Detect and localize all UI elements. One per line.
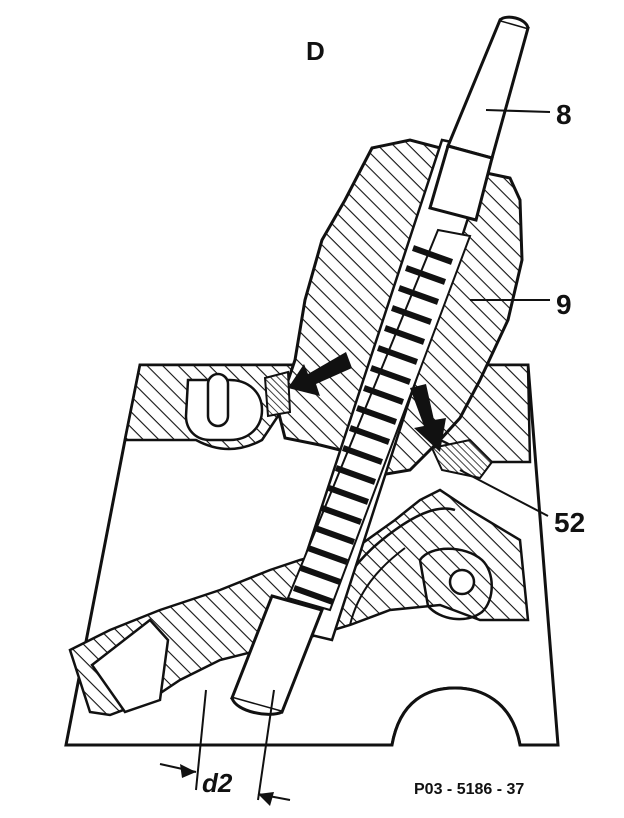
dimension-arrowhead-right xyxy=(258,792,274,806)
figure-code: P03 - 5186 - 37 xyxy=(414,781,524,798)
threaded-reamer xyxy=(286,228,472,612)
leader-lines xyxy=(459,109,551,517)
callout-9: 9 xyxy=(556,289,572,320)
direction-arrow-left xyxy=(288,352,352,396)
lower-pilot-shaft xyxy=(229,594,325,716)
part-8-pin xyxy=(428,15,530,222)
dimension-arrowhead-left xyxy=(180,764,196,778)
callout-52: 52 xyxy=(554,507,585,538)
dimension-label: d2 xyxy=(202,768,233,798)
direction-arrow-down xyxy=(410,384,446,452)
valve-seat-rings xyxy=(263,370,494,480)
callout-8: 8 xyxy=(556,99,572,130)
view-label: D xyxy=(306,36,325,66)
